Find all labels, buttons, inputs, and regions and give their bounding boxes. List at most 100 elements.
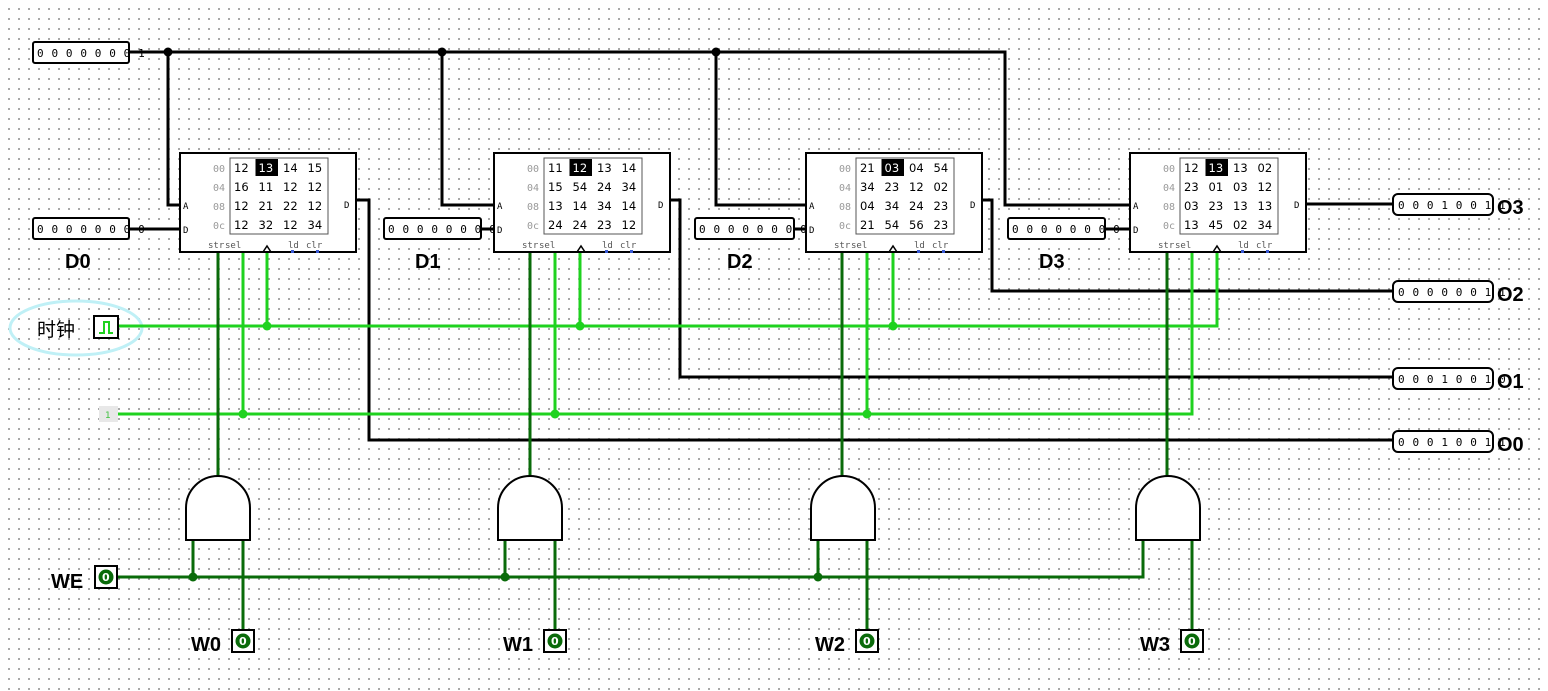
memory-cell[interactable]: 23 <box>597 218 612 232</box>
pin-d-out-2: D <box>970 201 975 211</box>
memory-cell[interactable]: 02 <box>934 180 949 194</box>
address-wire-r0 <box>166 50 182 207</box>
memory-cell[interactable]: 12 <box>234 161 249 175</box>
memory-cell[interactable]: 13 <box>1184 218 1199 232</box>
memory-cell[interactable]: 24 <box>597 180 612 194</box>
write-pin-led <box>859 633 875 649</box>
clock-input[interactable] <box>93 315 119 339</box>
memory-cell[interactable]: 12 <box>308 180 323 194</box>
and-gate-3[interactable] <box>1135 475 1201 541</box>
memory-cell[interactable]: 15 <box>548 180 563 194</box>
pin-str-0: str <box>208 241 225 251</box>
memory-cell[interactable]: 12 <box>283 180 298 194</box>
memory-cell[interactable]: 54 <box>934 161 949 175</box>
memory-cell[interactable]: 14 <box>622 199 637 213</box>
memory-cell[interactable]: 12 <box>234 199 249 213</box>
address-label: 0c <box>527 221 539 232</box>
address-wire-r1 <box>440 50 496 207</box>
memory-cell[interactable]: 12 <box>1184 161 1199 175</box>
memory-cell[interactable]: 12 <box>308 199 323 213</box>
and-gate-1[interactable] <box>497 475 563 541</box>
address-input-box[interactable] <box>32 41 130 64</box>
memory-cell[interactable]: 02 <box>1233 218 1248 232</box>
selected-cell-highlight <box>255 159 278 176</box>
memory-cell[interactable]: 13 <box>1233 161 1248 175</box>
memory-cell[interactable]: 34 <box>1258 218 1273 232</box>
memory-cell[interactable]: 13 <box>259 161 274 175</box>
memory-cell[interactable]: 03 <box>1184 199 1199 213</box>
clock-wire <box>118 252 1219 328</box>
memory-cell[interactable]: 12 <box>622 218 637 232</box>
and-gate-2[interactable] <box>810 475 876 541</box>
memory-cell[interactable]: 54 <box>573 180 588 194</box>
memory-cell[interactable]: 12 <box>909 180 924 194</box>
memory-cell[interactable]: 03 <box>885 161 900 175</box>
memory-cell[interactable]: 21 <box>259 199 274 213</box>
memory-cell[interactable]: 34 <box>860 180 875 194</box>
output-probe-o1 <box>1392 367 1494 390</box>
memory-cell[interactable]: 03 <box>1233 180 1248 194</box>
data-input-0[interactable] <box>32 217 130 240</box>
output-probe-o2 <box>1392 280 1494 303</box>
data-input-2[interactable] <box>694 217 795 240</box>
memory-cell[interactable]: 45 <box>1209 218 1224 232</box>
memory-cell[interactable]: 21 <box>860 218 875 232</box>
dark-green-junction-dots <box>188 572 823 582</box>
memory-cell[interactable]: 13 <box>1233 199 1248 213</box>
memory-cell[interactable]: 54 <box>885 218 900 232</box>
memory-cell[interactable]: 11 <box>548 161 563 175</box>
select-wire <box>118 252 1194 416</box>
pin-sel-3: sel <box>1175 241 1191 251</box>
pin-ld-2: ld <box>914 241 925 251</box>
memory-cell[interactable]: 23 <box>1184 180 1199 194</box>
memory-cell[interactable]: 34 <box>597 199 612 213</box>
memory-cell[interactable]: 04 <box>860 199 875 213</box>
memory-cell[interactable]: 34 <box>885 199 900 213</box>
pin-d-in-0: D <box>183 226 188 236</box>
memory-cell[interactable]: 01 <box>1209 180 1224 194</box>
memory-cell[interactable]: 13 <box>548 199 563 213</box>
memory-cell[interactable]: 23 <box>885 180 900 194</box>
memory-cell[interactable]: 23 <box>1209 199 1224 213</box>
memory-cell[interactable]: 12 <box>1258 180 1273 194</box>
memory-cell[interactable]: 13 <box>597 161 612 175</box>
memory-cell[interactable]: 14 <box>573 199 588 213</box>
memory-cell[interactable]: 24 <box>909 199 924 213</box>
memory-cell[interactable]: 14 <box>622 161 637 175</box>
address-label: 08 <box>1163 202 1175 213</box>
memory-cell[interactable]: 15 <box>308 161 323 175</box>
memory-cell[interactable]: 32 <box>259 218 274 232</box>
memory-cell[interactable]: 13 <box>1209 161 1224 175</box>
memory-cell[interactable]: 11 <box>259 180 274 194</box>
bright-green-wires <box>118 252 1219 416</box>
data-input-3[interactable] <box>1007 217 1106 240</box>
memory-cell[interactable]: 02 <box>1258 161 1273 175</box>
memory-cell[interactable]: 34 <box>622 180 637 194</box>
memory-cell[interactable]: 16 <box>234 180 249 194</box>
address-label: 00 <box>213 164 225 175</box>
memory-cell[interactable]: 34 <box>308 218 323 232</box>
data-input-1[interactable] <box>383 217 482 240</box>
memory-cell[interactable]: 12 <box>573 161 588 175</box>
memory-cell[interactable]: 14 <box>283 161 298 175</box>
memory-cell[interactable]: 24 <box>548 218 563 232</box>
memory-cell[interactable]: 23 <box>934 218 949 232</box>
write-pin-value: 0 <box>551 635 559 648</box>
memory-cell[interactable]: 24 <box>573 218 588 232</box>
and-gate-0[interactable] <box>185 475 251 541</box>
memory-cell[interactable]: 22 <box>283 199 298 213</box>
memory-cell[interactable]: 21 <box>860 161 875 175</box>
memory-cell[interactable]: 12 <box>234 218 249 232</box>
memory-cell[interactable]: 56 <box>909 218 924 232</box>
constant-value: 1 <box>105 411 111 421</box>
memory-cell[interactable]: 23 <box>934 199 949 213</box>
address-label: 0c <box>1163 221 1175 232</box>
pin-sel-2: sel <box>851 241 867 251</box>
memory-cell[interactable]: 12 <box>283 218 298 232</box>
memory-cell[interactable]: 04 <box>909 161 924 175</box>
memory-cell[interactable]: 13 <box>1258 199 1273 213</box>
write-pin-value: 0 <box>239 635 247 648</box>
